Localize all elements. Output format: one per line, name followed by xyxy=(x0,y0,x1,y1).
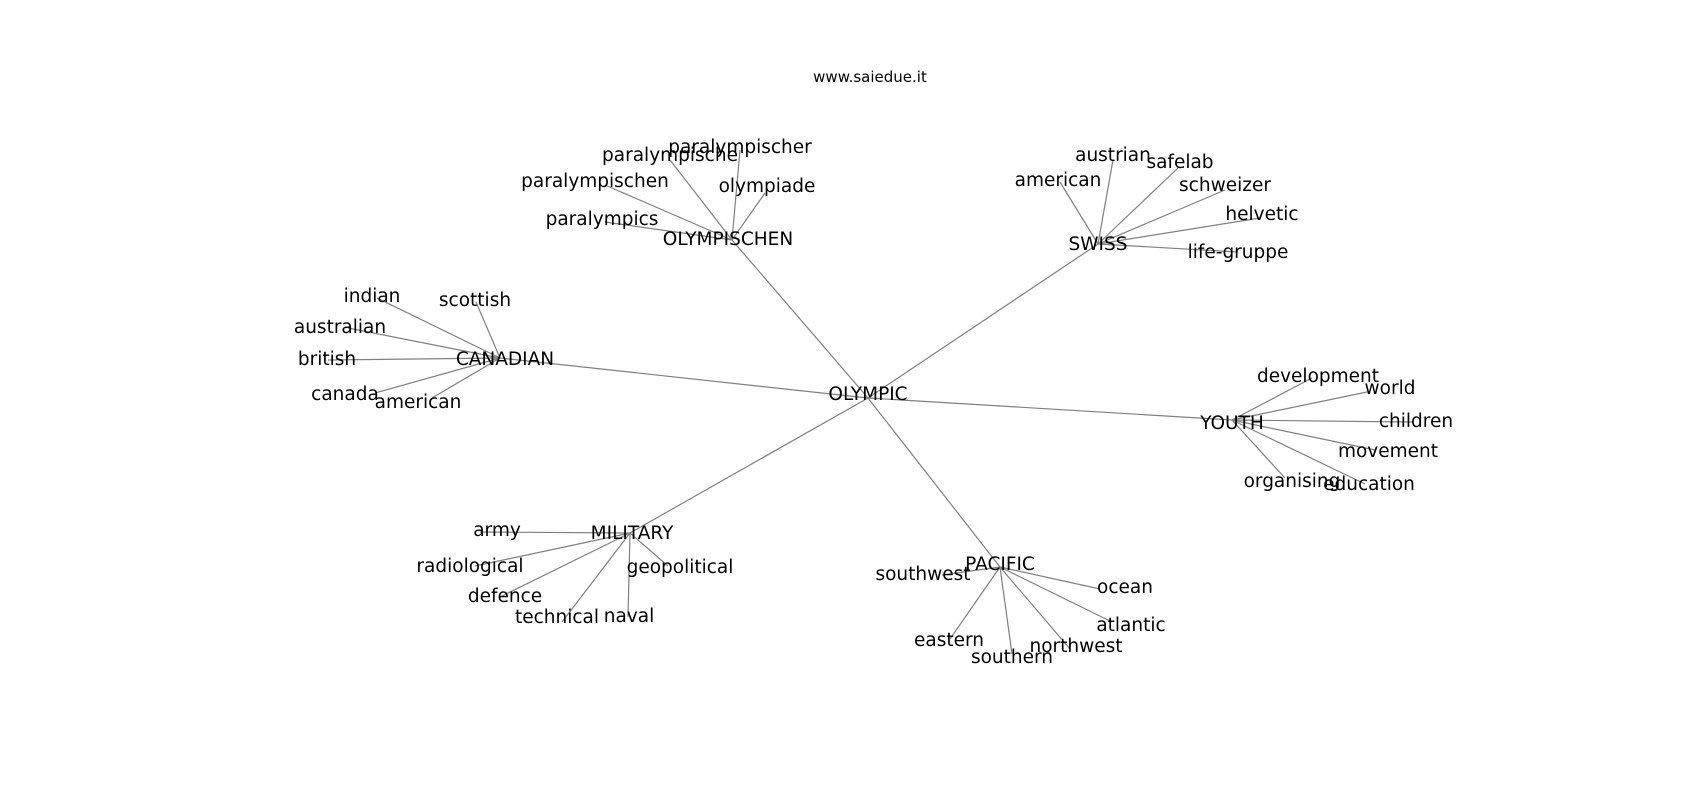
leaf-node-canadian-indian: indian xyxy=(344,286,401,307)
hub-node-military: MILITARY xyxy=(591,523,674,544)
leaf-node-canadian-canada: canada xyxy=(311,384,379,405)
edge-canadian-australian xyxy=(347,327,501,359)
edge-swiss-american xyxy=(1059,181,1099,245)
edge-pacific-eastern xyxy=(949,566,1001,640)
leaf-node-canadian-american: american xyxy=(375,392,462,413)
edge-military-defence xyxy=(499,532,631,598)
edge-canadian-american xyxy=(431,357,501,399)
edge-olympischen-paralympische xyxy=(669,159,733,241)
leaf-node-swiss-austrian: austrian xyxy=(1075,145,1151,166)
leaf-node-swiss-american: american xyxy=(1015,170,1102,191)
edge-youth-organising xyxy=(1231,419,1286,479)
edges xyxy=(327,149,1413,655)
leaf-node-pacific-eastern: eastern xyxy=(914,630,984,651)
leaf-node-youth-world: world xyxy=(1365,378,1416,399)
edge-root-swiss xyxy=(867,243,1099,399)
edge-military-naval xyxy=(627,532,631,618)
leaf-node-pacific-ocean: ocean xyxy=(1097,577,1153,598)
edge-pacific-southern xyxy=(999,566,1013,655)
leaf-node-olympischen-paralympics: paralympics xyxy=(546,209,659,230)
leaf-node-swiss-schweizer: schweizer xyxy=(1179,175,1271,196)
hub-node-youth: YOUTH xyxy=(1199,413,1264,434)
leaf-node-youth-children: children xyxy=(1379,411,1453,432)
edge-pacific-northwest xyxy=(999,566,1071,650)
leaf-node-youth-education: education xyxy=(1323,474,1415,495)
edge-root-canadian xyxy=(499,357,869,399)
edge-youth-world xyxy=(1231,391,1368,421)
watermark: www.saiedue.it xyxy=(813,68,927,86)
edge-youth-movement xyxy=(1231,419,1376,451)
leaf-node-youth-movement: movement xyxy=(1338,441,1438,462)
edge-pacific-ocean xyxy=(999,566,1101,590)
edge-root-pacific xyxy=(867,397,1001,568)
hub-node-pacific: PACIFIC xyxy=(965,554,1035,575)
leaf-node-pacific-northwest: northwest xyxy=(1029,636,1122,657)
leaf-node-canadian-scottish: scottish xyxy=(439,290,511,311)
leaf-node-olympischen-paralympischen: paralympischen xyxy=(521,171,669,192)
leaf-node-military-technical: technical xyxy=(515,607,599,628)
edge-olympischen-paralympischen xyxy=(604,184,733,241)
edge-swiss-safelab xyxy=(1097,167,1179,245)
root-node-olympic: OLYMPIC xyxy=(828,384,907,405)
hub-node-swiss: SWISS xyxy=(1069,234,1128,255)
leaf-node-military-naval: naval xyxy=(604,606,655,627)
edge-canadian-indian xyxy=(376,297,501,359)
leaf-node-military-army: army xyxy=(473,520,521,541)
leaf-node-pacific-southern: southern xyxy=(971,647,1053,668)
edge-youth-development xyxy=(1231,377,1313,421)
leaf-node-youth-development: development xyxy=(1257,366,1379,387)
edge-pacific-southwest xyxy=(941,566,1001,576)
hub-node-olympischen: OLYMPISCHEN xyxy=(663,229,793,250)
edge-olympischen-paralympischer xyxy=(731,149,741,241)
leaf-node-olympischen-olympiade: olympiade xyxy=(719,176,816,197)
edge-military-radiological xyxy=(474,532,631,567)
edge-youth-education xyxy=(1231,419,1366,485)
leaf-node-canadian-british: british xyxy=(298,349,356,370)
leaf-node-military-geopolitical: geopolitical xyxy=(627,557,734,578)
edge-youth-children xyxy=(1231,419,1413,423)
edge-military-army xyxy=(479,531,631,534)
edge-olympischen-olympiade xyxy=(731,192,766,241)
edge-root-olympischen xyxy=(731,239,869,399)
edge-canadian-british xyxy=(327,357,501,361)
leaf-node-military-defence: defence xyxy=(468,586,542,607)
edge-canadian-scottish xyxy=(475,301,501,359)
leaf-node-canadian-australian: australian xyxy=(294,317,386,338)
edge-military-technical xyxy=(561,532,631,623)
leaf-node-pacific-southwest: southwest xyxy=(875,564,970,585)
edge-pacific-atlantic xyxy=(999,566,1113,623)
edge-swiss-helvetic xyxy=(1097,217,1261,245)
leaf-node-olympischen-paralympische: paralympische xyxy=(602,145,738,166)
edge-root-youth xyxy=(867,397,1233,421)
edge-olympischen-paralympics xyxy=(604,221,733,241)
hub-node-canadian: CANADIAN xyxy=(456,349,554,370)
leaf-node-pacific-atlantic: atlantic xyxy=(1096,615,1165,636)
leaf-node-olympischen-paralympischer: paralympischer xyxy=(668,137,812,158)
edge-swiss-austrian xyxy=(1097,159,1114,245)
leaf-node-military-radiological: radiological xyxy=(416,556,523,577)
leaf-node-swiss-life-gruppe: life-gruppe xyxy=(1188,242,1289,263)
leaf-node-youth-organising: organising xyxy=(1244,471,1341,492)
edge-swiss-schweizer xyxy=(1097,189,1226,245)
leaf-node-swiss-safelab: safelab xyxy=(1146,152,1213,173)
edge-root-military xyxy=(629,397,869,534)
edge-canadian-canada xyxy=(374,357,501,394)
edge-swiss-life-gruppe xyxy=(1097,243,1239,253)
leaf-node-swiss-helvetic: helvetic xyxy=(1225,204,1298,225)
edge-military-geopolitical xyxy=(629,532,669,567)
